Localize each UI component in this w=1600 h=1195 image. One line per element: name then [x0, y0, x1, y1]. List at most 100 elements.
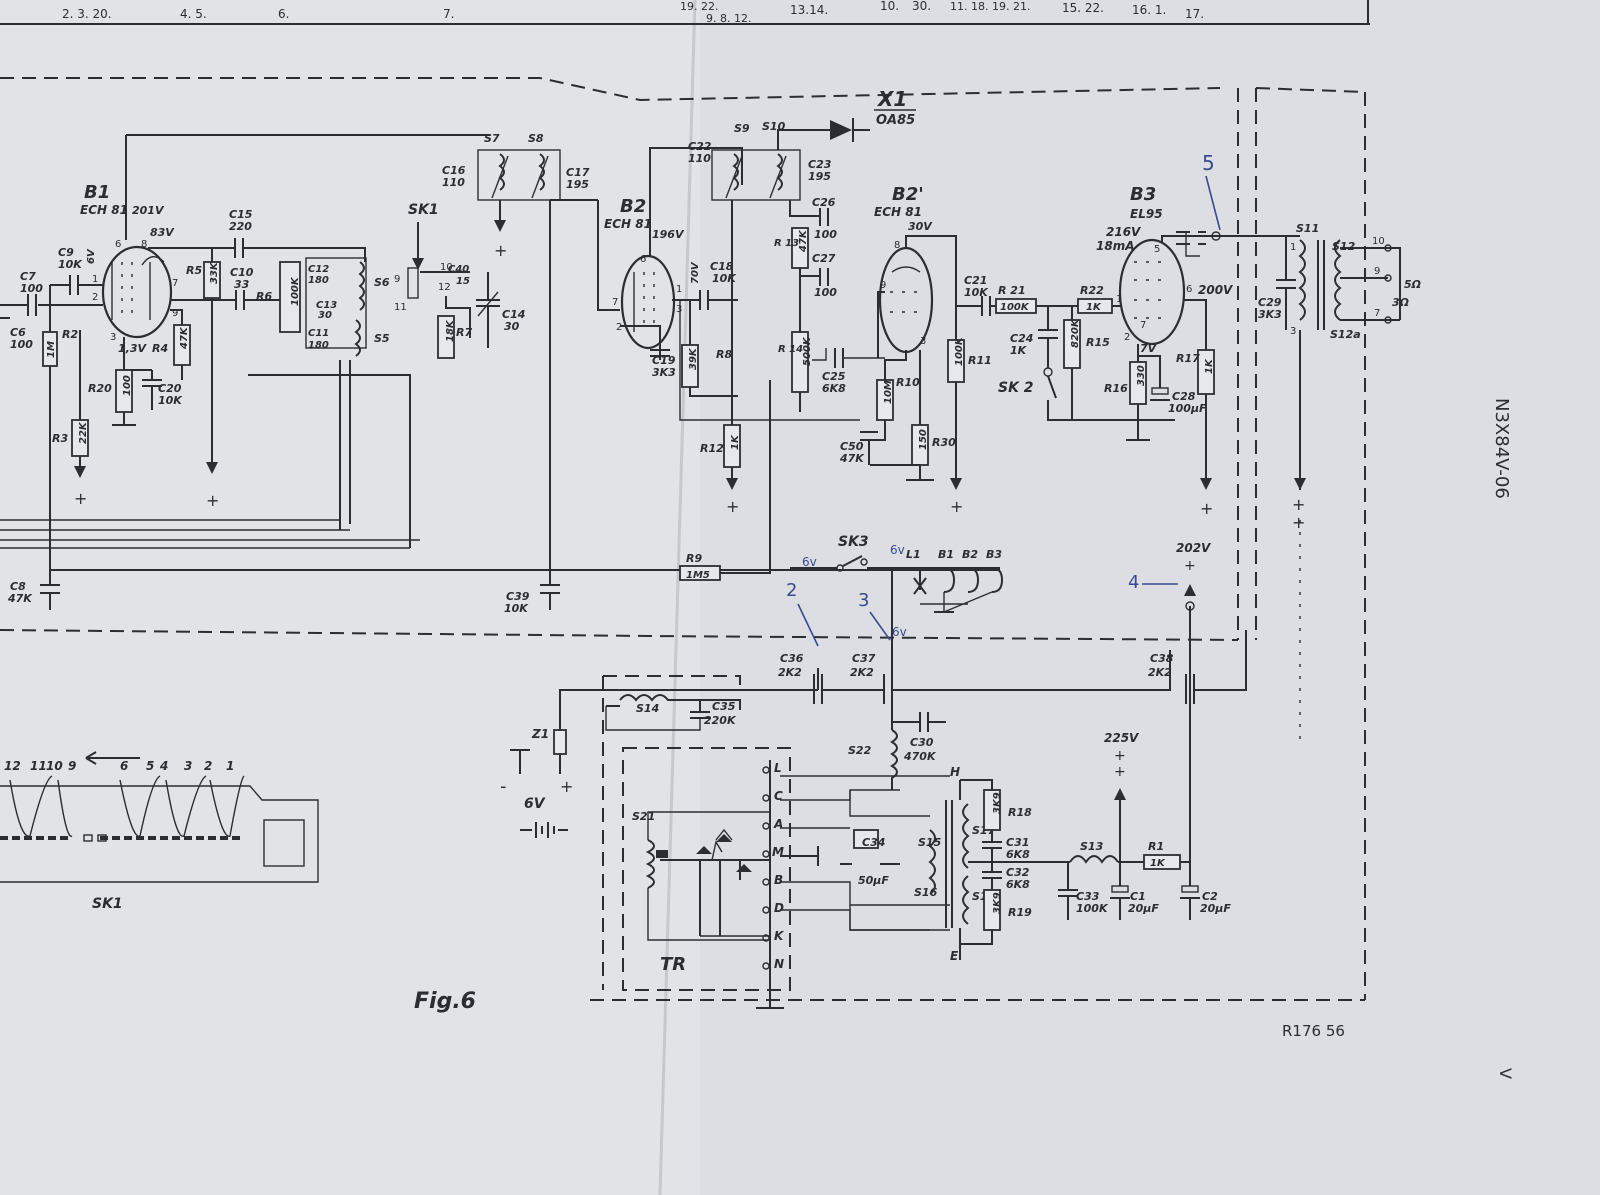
c6-value: 100: [10, 338, 33, 351]
b3-pin7: 7: [1140, 320, 1146, 331]
c37-value: 2K2: [850, 666, 874, 679]
s11-supply-arrow: [1294, 478, 1306, 490]
s5-coil: [354, 319, 361, 357]
c38-value: 2K2: [1148, 666, 1172, 679]
c25-name: C25: [822, 370, 846, 383]
c26-name: C26: [812, 196, 836, 209]
s14-name: S14: [636, 702, 659, 715]
c21-value: 10K: [964, 286, 989, 299]
c37-name: C37: [852, 652, 876, 665]
c31-value: 6K8: [1006, 848, 1030, 861]
diode-x1-symbol: [830, 120, 852, 140]
b1-type: ECH 81: [80, 203, 128, 217]
c7-value: 100: [20, 282, 43, 295]
v202-plus: +: [1184, 558, 1196, 574]
s22-coil: [890, 700, 898, 790]
b3-pin6: 6: [1186, 284, 1192, 295]
c7-name: C7: [20, 270, 36, 283]
tap-l: L: [774, 761, 782, 775]
if1-supply-arrow: [494, 220, 506, 232]
heat-b2: B2: [962, 548, 978, 561]
sk1-arrow: [412, 258, 424, 270]
s11-pin1: 1: [1290, 242, 1296, 253]
b2p-pin9: 9: [880, 280, 886, 291]
c18-name: C18: [710, 260, 734, 273]
b2-v: 196V: [652, 228, 685, 241]
r4-value: 47K: [179, 326, 190, 350]
c20-name: C20: [158, 382, 182, 395]
b1-pin1: 1: [92, 274, 98, 285]
r12-name: R12: [700, 442, 724, 455]
paper-fold: [658, 0, 697, 1195]
sk1-detail-n3: 3: [184, 759, 192, 773]
v225: 225V: [1104, 731, 1140, 745]
sk1-pin9: 9: [394, 274, 400, 285]
strip-col-13: 17.: [1185, 7, 1204, 21]
r20-value: 100: [122, 375, 133, 396]
c27-name: C27: [812, 252, 836, 265]
c9-name: C9: [58, 246, 74, 259]
r18-name: R18: [1008, 806, 1032, 819]
s21-coil: [645, 839, 655, 889]
b3-pin1: 1: [1116, 294, 1122, 305]
strip-col-8: 10.: [880, 0, 899, 13]
r5-supply-arrow: [206, 462, 218, 474]
r6-name: R6: [256, 290, 272, 303]
b3-v1: 216V: [1106, 225, 1142, 239]
c33-name: C33: [1076, 890, 1100, 903]
strip-col-5: 19. 22.: [680, 0, 718, 13]
r9-name: R9: [686, 552, 702, 565]
strip-col-9: 30.: [912, 0, 931, 13]
sk1-detail-n5: 5: [146, 759, 154, 773]
b2-pin1: 1: [676, 284, 682, 295]
s11-pin3: 3: [1290, 326, 1296, 337]
b3-pin2: 2: [1124, 332, 1130, 343]
r11-value: 100K: [954, 336, 965, 366]
b1-anode-v: 201V: [132, 204, 165, 217]
b1-pin7: 7: [172, 278, 178, 289]
r17-value: 1K: [1204, 358, 1215, 374]
sk1-name: SK1: [408, 202, 439, 218]
c36-name: C36: [780, 652, 804, 665]
c28-value: 100µF: [1168, 402, 1207, 415]
c50-name: C50: [840, 440, 864, 453]
r2-body: [42, 331, 58, 367]
tube-b1: [101, 245, 173, 339]
r3-name: R3: [52, 432, 68, 445]
r22-name: R22: [1080, 284, 1104, 297]
b3-i1: 18mA: [1096, 239, 1135, 253]
z1-name: Z1: [531, 727, 549, 741]
sk1-detail-n12: 12: [4, 759, 21, 773]
r6-body: [279, 261, 301, 333]
z1-body: [553, 729, 567, 755]
r30-value: 150: [918, 429, 929, 450]
c1-value: 20µF: [1128, 902, 1159, 915]
if1-box: [477, 149, 561, 201]
oscillator-transformer: C34 50µF S15 S16 S17 S18 H E 3K9 R18 C31…: [840, 541, 1231, 963]
r17-supply-arrow: [1200, 478, 1212, 490]
l1-name: L1: [906, 548, 921, 561]
c30-name: C30: [910, 736, 934, 749]
s7-name: S7: [484, 132, 500, 145]
c16-name: C16: [442, 164, 466, 177]
pilot-lamp-l1: [913, 568, 927, 595]
r4-name: R4: [152, 342, 168, 355]
r8-name: R8: [716, 348, 732, 361]
r18-value: 3K9: [992, 792, 1003, 814]
b2p-name: B2': [892, 184, 924, 205]
c22-value: 110: [688, 152, 711, 165]
b2-pin2: 2: [616, 322, 622, 333]
r2-name: R2: [62, 328, 78, 341]
r22-value: 1K: [1086, 302, 1102, 313]
x1-name: X1: [876, 87, 907, 111]
c13-value: 30: [318, 310, 332, 321]
b1-pin9: 9: [172, 308, 178, 319]
s5-name: S5: [374, 332, 390, 345]
sk1-detail-n6: 6: [120, 759, 128, 773]
r12-plus: +: [726, 497, 739, 516]
r12-supply-arrow: [726, 478, 738, 490]
range-switch-tr: S21 TR L C A M B D K N: [632, 760, 950, 1009]
b3-name: B3: [1130, 184, 1156, 205]
c34-body: [853, 829, 879, 849]
